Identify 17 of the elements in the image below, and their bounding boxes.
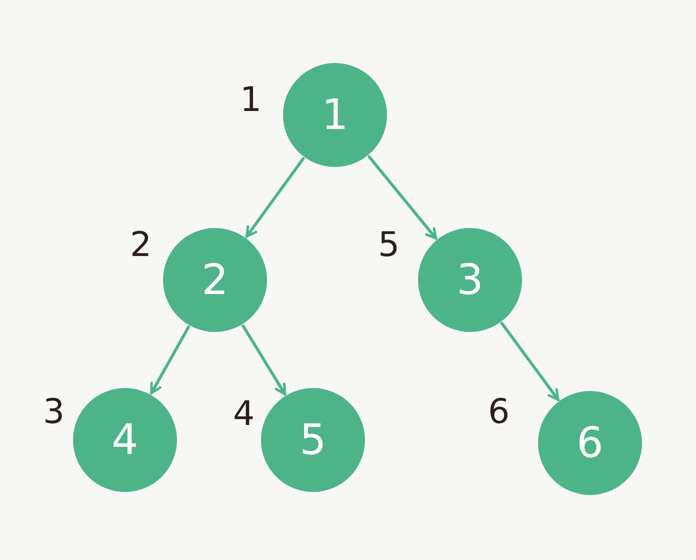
node-label: 1 <box>322 94 348 136</box>
visit-order-number: 1 <box>240 83 262 117</box>
arrow <box>150 326 190 394</box>
node-label: 2 <box>202 259 228 301</box>
node-label: 3 <box>456 259 484 301</box>
visit-order-number: 2 <box>130 228 152 262</box>
arrow <box>500 322 560 402</box>
arrow <box>368 155 438 240</box>
node-label: 6 <box>576 422 604 464</box>
arrow <box>245 157 305 238</box>
node-label: 5 <box>300 419 326 461</box>
visit-order-number: 5 <box>378 228 400 262</box>
visit-order-number: 6 <box>488 395 510 429</box>
node-label: 4 <box>112 419 138 461</box>
visit-order-number: 3 <box>43 395 65 429</box>
visit-order-number: 4 <box>233 397 255 431</box>
arrow <box>242 324 286 396</box>
